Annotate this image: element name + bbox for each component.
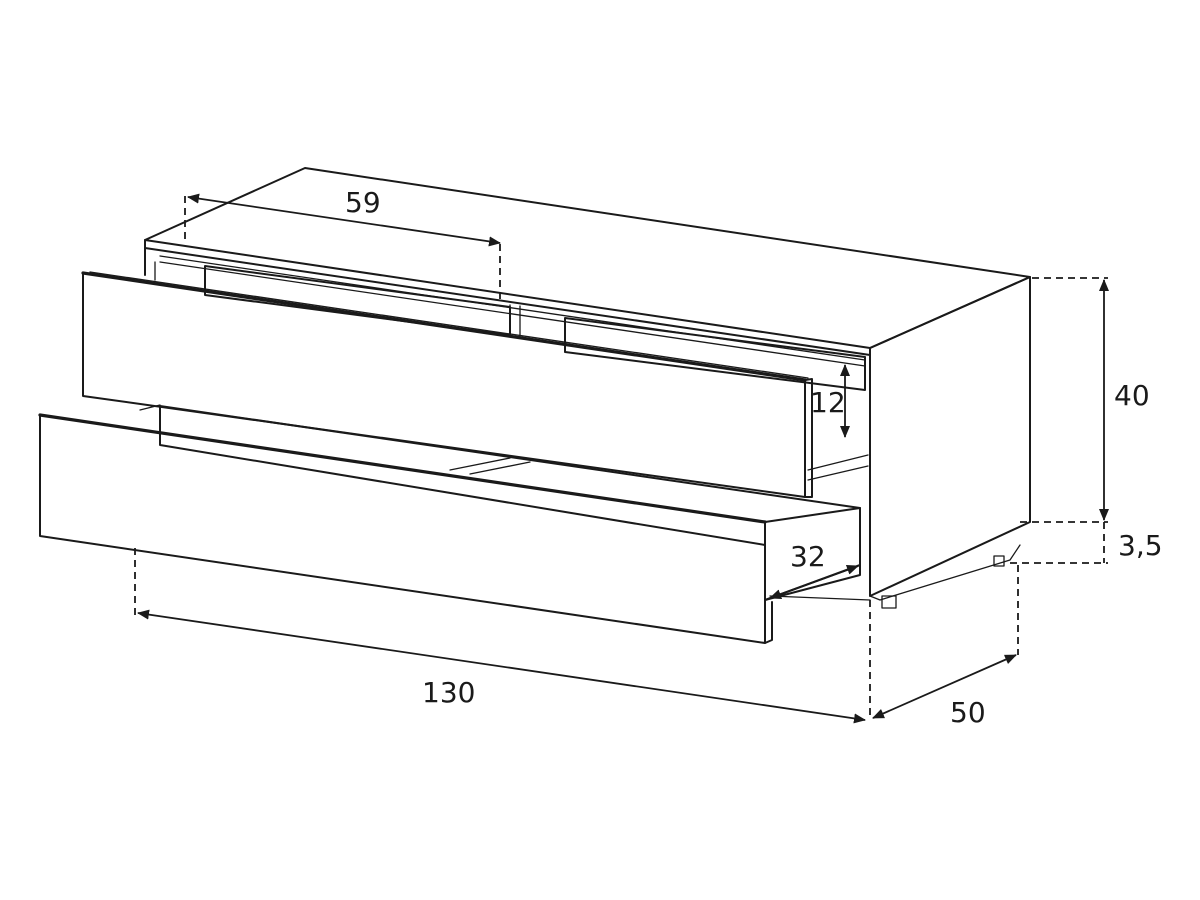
lower-drawer-interior: [159, 405, 861, 601]
inner-shelf-2: [807, 465, 869, 481]
lower-drawer-divider: [449, 457, 511, 471]
label-59: 59: [345, 186, 381, 219]
upper-drawer-right-interior: [564, 317, 866, 391]
lower-drawer-front: [39, 414, 766, 644]
upper-drawer-front-edge: [81, 271, 807, 382]
cabinet-top-front-edge: [144, 247, 871, 356]
upper-drawer-right-side: [804, 378, 813, 498]
label-12: 12: [810, 386, 846, 419]
upper-drawer: [81, 265, 866, 498]
inner-rail: [159, 255, 866, 361]
upper-drawer-inner-edge: [89, 271, 809, 379]
dimension-130: 130: [134, 548, 871, 724]
dimension-line-130: [137, 609, 866, 724]
foot-side: [993, 555, 1005, 567]
dimension-line-32: [769, 565, 859, 599]
lower-drawer-front-edge: [38, 413, 767, 524]
cabinet-body: [139, 167, 1031, 609]
lower-drawer: [38, 405, 861, 644]
base-line: [769, 595, 871, 601]
upper-drawer-front: [82, 272, 806, 498]
cabinet-side-panel: [869, 276, 1031, 597]
inner-rail-2: [159, 261, 866, 367]
upper-drawer-interior: [204, 265, 511, 336]
inner-shelf: [807, 454, 869, 471]
label-130: 130: [422, 676, 475, 709]
lower-drawer-side-bottom: [764, 601, 773, 644]
lower-drawer-divider-2: [469, 461, 531, 475]
foot-front: [881, 595, 897, 609]
label-32: 32: [790, 540, 826, 573]
dimension-59: 59: [184, 186, 501, 300]
dimension-40: 40: [1020, 277, 1150, 523]
dimension-line-59: [187, 193, 501, 247]
cabinet-plinth: [869, 544, 1021, 601]
dimension-12: 12: [810, 364, 850, 438]
label-50: 50: [950, 696, 986, 729]
dimension-32: 32: [769, 540, 859, 599]
dimension-line-50: [872, 654, 1017, 719]
label-3-5: 3,5: [1118, 529, 1163, 562]
dimension-50: 50: [872, 565, 1019, 729]
dimension-3-5: 3,5: [1010, 522, 1163, 564]
label-40: 40: [1114, 379, 1150, 412]
